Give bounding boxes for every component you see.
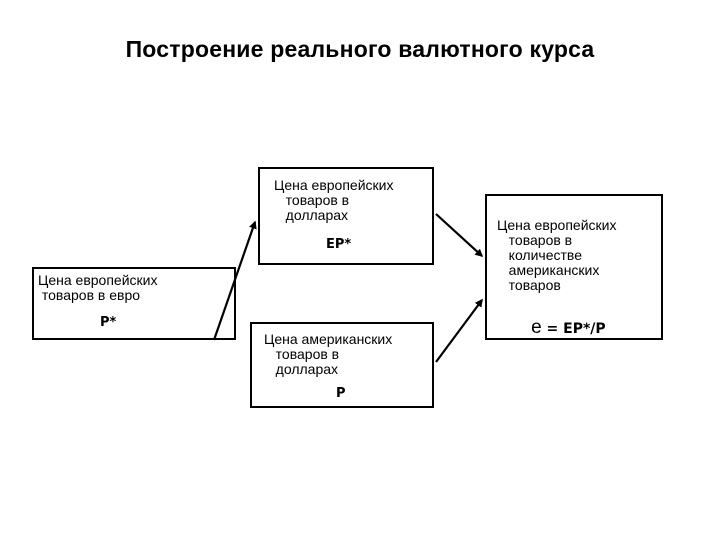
- symbol-ep-star: EP*: [326, 237, 352, 252]
- box-label-american-goods-in-dollars: Цена американских товаров в долларах: [264, 331, 393, 377]
- symbol-p: P: [336, 386, 346, 401]
- box-american-goods-in-dollars: Цена американских товаров в долларах P: [250, 322, 434, 408]
- formula-rest: = EP*/P: [541, 321, 606, 337]
- box-label-european-goods-in-dollars: Цена европейских товаров в долларах: [274, 177, 394, 223]
- box-label-european-goods-in-euro: Цена европейских товаров в евро: [38, 272, 158, 303]
- arrow-p-to-e: [435, 298, 483, 363]
- formula-real-exchange-rate: e = EP*/P: [513, 302, 606, 354]
- box-european-goods-in-euro: Цена европейских товаров в евро P*: [32, 267, 236, 340]
- arrow-p-star-to-ep-star: [212, 220, 257, 341]
- box-real-exchange-rate: Цена европейских товаров в количестве ам…: [485, 194, 663, 340]
- diagram-title: Построение реального валютного курса: [125, 36, 595, 62]
- box-european-goods-in-dollars: Цена европейских товаров в долларах EP*: [258, 167, 434, 265]
- arrow-ep-star-to-e: [435, 213, 484, 258]
- symbol-e: e: [531, 317, 542, 338]
- symbol-p-star: P*: [100, 315, 117, 330]
- box-label-real-exchange-rate: Цена европейских товаров в количестве ам…: [497, 217, 617, 293]
